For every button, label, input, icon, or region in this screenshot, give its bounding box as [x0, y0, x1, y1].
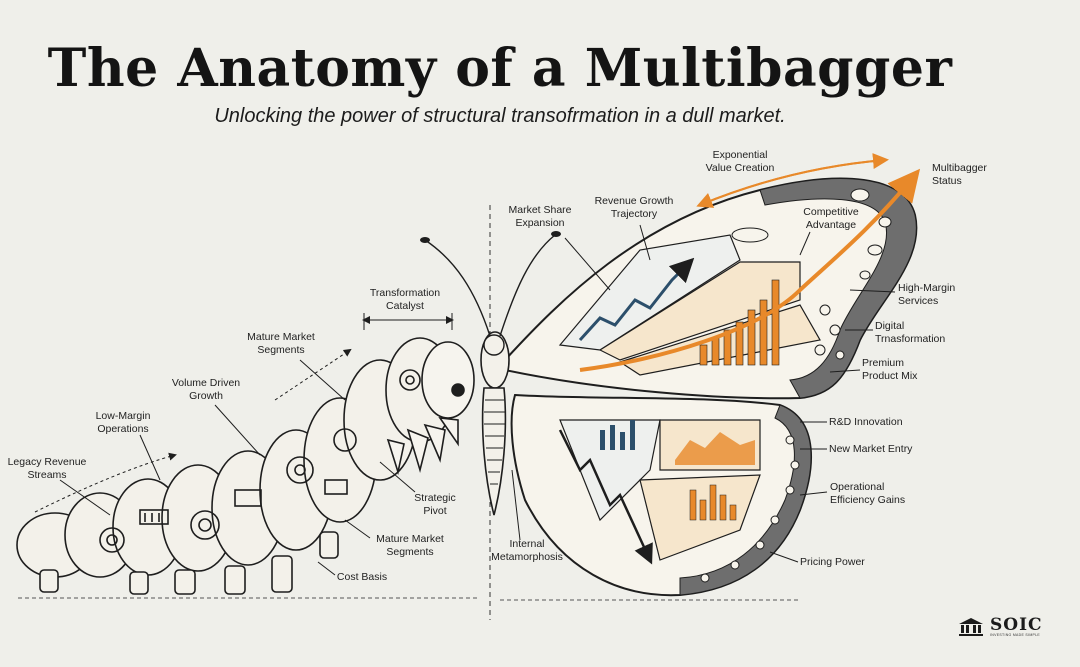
page-subtitle: Unlocking the power of structural transo…: [214, 105, 786, 127]
label-pricing-power: Pricing Power: [800, 556, 865, 568]
butterfly-annotation-lines: [564, 153, 896, 563]
label-new-market-entry: New Market Entry: [829, 443, 913, 455]
soic-logo: SOIC INVESTING MADE SIMPLE: [958, 616, 1058, 638]
label-rnd-innovation: R&D Innovation: [829, 416, 903, 428]
caterpillar: [16, 337, 475, 595]
butterfly: [420, 168, 921, 597]
page-title: The Anatomy of a Multibagger: [47, 38, 953, 99]
caterpillar-arrows: [34, 313, 521, 576]
logo-name: SOIC: [990, 614, 1043, 635]
label-cost-basis: Cost Basis: [336, 571, 388, 583]
logo-tagline: INVESTING MADE SIMPLE: [990, 632, 1041, 637]
bank-building-icon: [959, 618, 983, 636]
